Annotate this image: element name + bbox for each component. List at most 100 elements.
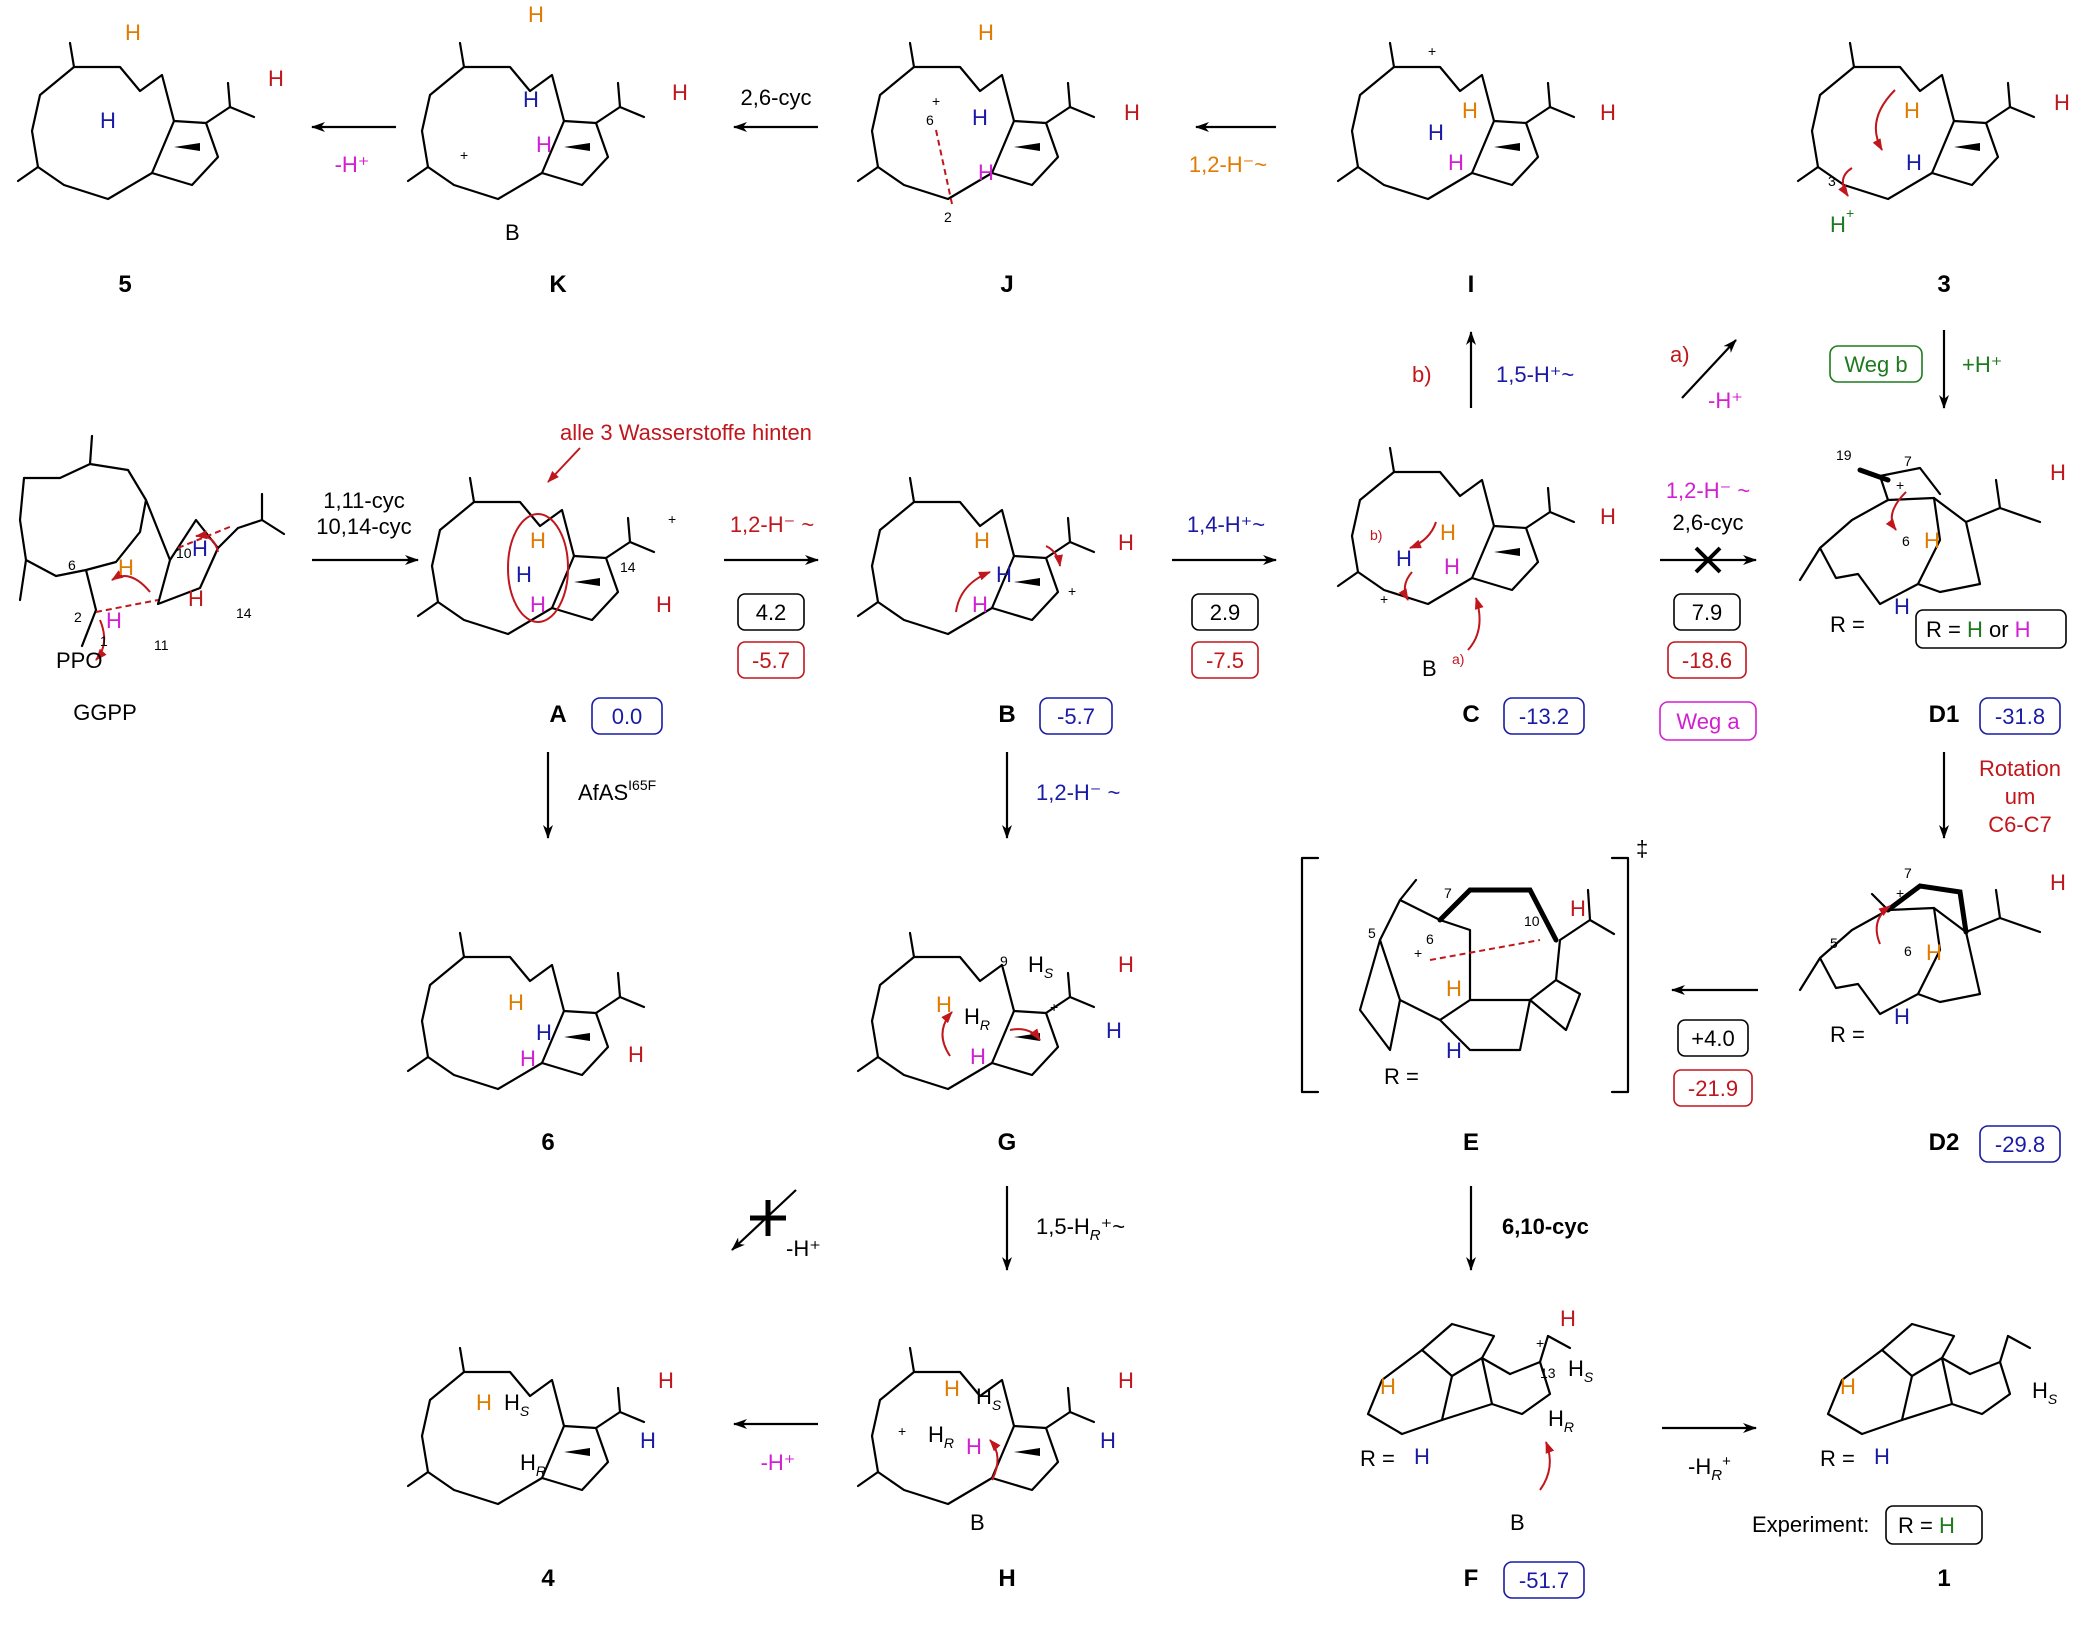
atom-number-5: 5 (1368, 925, 1376, 941)
atom-number-5: 5 (1830, 935, 1838, 951)
step-ggpp-to-a-2: 10,14-cyc (316, 514, 411, 539)
tag-b: b) (1370, 527, 1382, 543)
atom-hr-sub: R (1564, 1419, 1574, 1435)
svg-text:HR: HR (928, 1422, 954, 1451)
substituent-r: R = (1830, 1022, 1865, 1047)
energy-badge-f: -51.7 (1503, 1561, 1585, 1599)
compound-label-d1: D1 (1929, 701, 1960, 728)
atom-h: H (1874, 1444, 1890, 1469)
atom-h: H (1840, 1374, 1856, 1399)
atom-h: H (966, 1434, 982, 1459)
atom-h: H (536, 1020, 552, 1045)
atom-hs-sub: S (2048, 1391, 2058, 1407)
atom-number-6: 6 (68, 557, 76, 573)
atom-plus: + (668, 511, 676, 527)
atom-h: H (1118, 530, 1134, 555)
barrier-d2-to-e: +4.0 -21.9 (1673, 1019, 1753, 1107)
atom-h: H (1926, 940, 1942, 965)
atom-number-3: 3 (1828, 173, 1836, 189)
step-f-to-1-sub: R (1711, 1467, 1722, 1484)
barrier-a-to-b-red: -5.7 (752, 648, 790, 673)
barrier-c-to-d1-red: -18.6 (1682, 648, 1732, 673)
energy-f: -51.7 (1519, 1568, 1569, 1593)
atom-h: H (1118, 952, 1134, 977)
svg-text:AfASI65F: AfASI65F (578, 777, 656, 805)
compound-label-d2: D2 (1929, 1129, 1960, 1156)
step-a-to-b: 1,2-H⁻ ~ (730, 512, 814, 537)
atom-h: H (656, 592, 672, 617)
atom-h: H (1904, 98, 1920, 123)
atom-h: H (528, 2, 544, 27)
arrow-c-to-3 (1681, 339, 1737, 399)
svg-text:-HR+: -HR+ (1688, 1453, 1731, 1484)
energy-badge-a: 0.0 (591, 697, 663, 735)
atom-h: H (523, 87, 539, 112)
step-blocked: -H⁺ (786, 1236, 821, 1261)
barrier-d2-to-e-black: +4.0 (1691, 1026, 1734, 1051)
atom-h: H (1100, 1428, 1116, 1453)
atom-hs: H (2032, 1378, 2048, 1403)
atom-number-6: 6 (1902, 533, 1910, 549)
atom-hs-sub: S (992, 1397, 1002, 1413)
compound-label-a: A (549, 701, 566, 728)
atom-h: H (476, 1390, 492, 1415)
atom-hs-sub: S (520, 1403, 530, 1419)
compound-d1-structure: H H H + 7 19 6 R = (1798, 447, 2066, 637)
compound-label-ggpp: GGPP (73, 700, 137, 725)
atom-h: H (1124, 100, 1140, 125)
atom-number-9: 9 (1000, 953, 1008, 969)
atom-hr-sub: R (944, 1435, 954, 1451)
r-def-h1: H (1967, 617, 1983, 642)
atom-plus: + (1050, 999, 1058, 1015)
svg-text:HS: HS (1028, 952, 1054, 981)
atom-hs: H (504, 1390, 520, 1415)
svg-text:HR: HR (964, 1004, 990, 1033)
atom-h: H (978, 20, 994, 45)
atom-number-13: 13 (1540, 1365, 1556, 1381)
atom-number-2: 2 (944, 209, 952, 225)
atom-plus: + (1536, 1335, 1544, 1351)
compound-c-structure: H H H H + B b) a) (1336, 446, 1616, 681)
atom-h: H (1600, 504, 1616, 529)
energy-d2: -29.8 (1995, 1132, 2045, 1157)
atom-plus: + (1380, 591, 1388, 607)
compound-e-structure: H H H + 7 6 5 10 R = ‡ (1300, 836, 1648, 1094)
atom-h: H (972, 592, 988, 617)
compound-label-k: K (549, 271, 567, 298)
svg-text:R = H or H: R = H or H (1926, 617, 2031, 642)
atom-plus: + (1896, 885, 1904, 901)
compound-label-g: G (998, 1129, 1017, 1156)
atom-number-11: 11 (154, 637, 169, 653)
atom-plus: + (1428, 43, 1436, 59)
compound-g-structure: H HR HS 9 H H H + (856, 931, 1134, 1091)
step-e-to-f: 6,10-cyc (1502, 1214, 1589, 1239)
compound-i-structure: H H H H + (1336, 41, 1616, 201)
step-g-to-h-sub: R (1090, 1227, 1101, 1244)
atom-h: H (1570, 896, 1586, 921)
atom-hs-sub: S (1044, 965, 1054, 981)
atom-h: H (1600, 100, 1616, 125)
energy-badge-c: -13.2 (1503, 697, 1585, 735)
atom-number-7: 7 (1904, 865, 1912, 881)
substituent-r: R = (1820, 1446, 1855, 1471)
step-d1-to-d2-2: um (2005, 784, 2036, 809)
atom-number-6: 6 (1904, 943, 1912, 959)
atom-h: H (1396, 546, 1412, 571)
atom-h: H (188, 586, 204, 611)
compound-f-structure: H H H HS HR + 13 R = B (1360, 1306, 1594, 1535)
atom-plus: + (1414, 945, 1422, 961)
barrier-d2-to-e-red: -21.9 (1688, 1076, 1738, 1101)
step-c-to-d1-2: 2,6-cyc (1673, 510, 1744, 535)
transition-state-symbol: ‡ (1636, 836, 1648, 861)
atom-hs-sub: S (1584, 1369, 1594, 1385)
atom-plus: + (932, 93, 940, 109)
r-definition-box: R = H or H (1915, 609, 2067, 649)
experiment-r: R = (1898, 1513, 1939, 1538)
atom-h: H (520, 1046, 536, 1071)
atom-h: H (268, 66, 284, 91)
energy-badge-d1: -31.8 (1979, 697, 2061, 735)
step-a-to-6-sup: I65F (628, 777, 656, 793)
step-f-to-1-sup: + (1722, 1453, 1731, 1470)
annotation-hydrogens-back: alle 3 Wasserstoffe hinten (560, 420, 812, 445)
